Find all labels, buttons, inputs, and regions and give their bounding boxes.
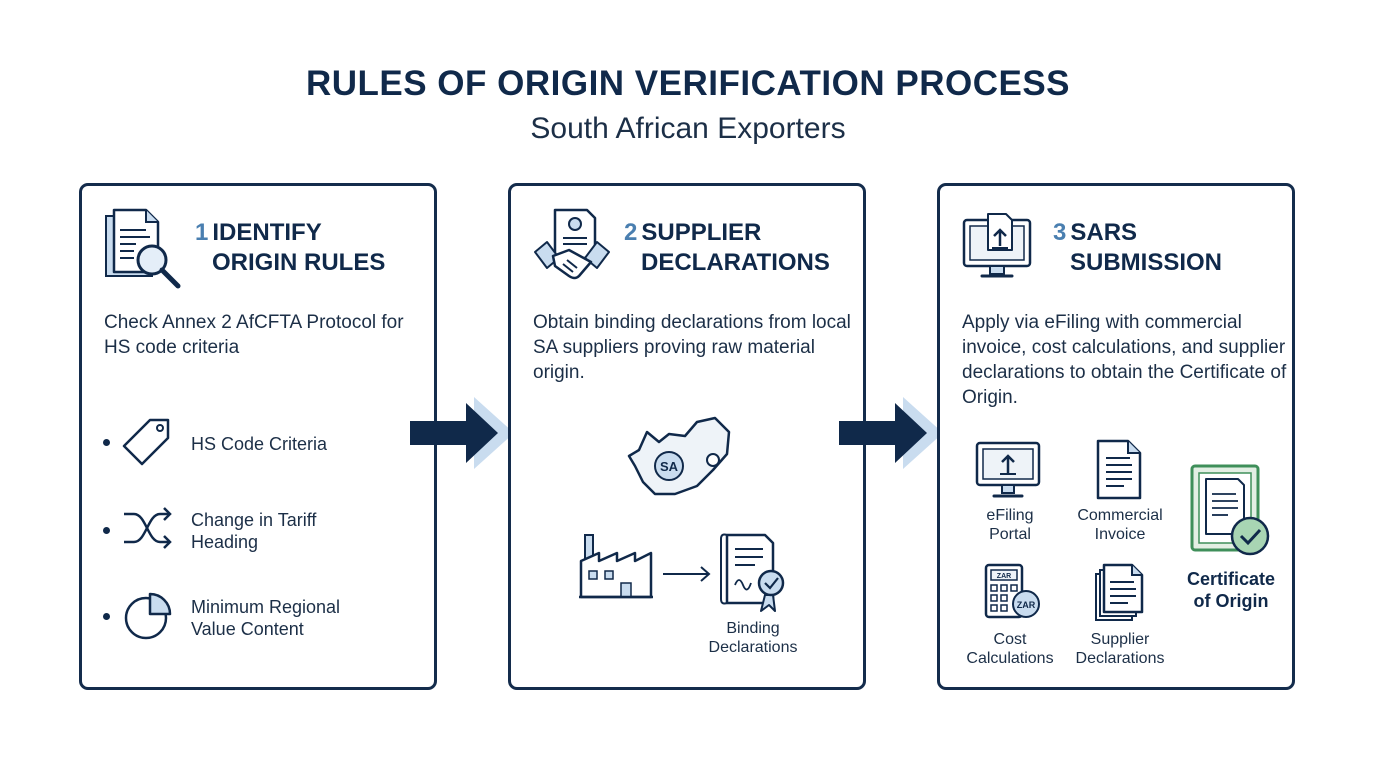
price-tag-icon <box>122 418 170 466</box>
monitor-upload-icon <box>975 441 1041 498</box>
flow-arrow-icon <box>839 397 943 469</box>
factory-icon <box>579 534 653 599</box>
calculator-screen-text: ZAR <box>997 573 1011 580</box>
criterion-label: Change in Tariff Heading <box>191 510 317 552</box>
right-arrow-icon <box>663 566 711 582</box>
criterion-label: Minimum Regional Value Content <box>191 597 341 639</box>
step-number: 3 <box>1053 219 1067 246</box>
document-label: Commercial Invoice <box>1077 507 1163 543</box>
declaration-document-icon <box>720 533 785 612</box>
document-label: Cost Calculations <box>966 631 1054 667</box>
step-number: 1 <box>195 219 209 246</box>
south-africa-map-icon: SA <box>627 416 731 496</box>
calculator-badge-text: ZAR <box>1017 600 1036 610</box>
page-subtitle: South African Exporters <box>530 112 846 145</box>
document-label: eFiling Portal <box>986 507 1034 543</box>
document-search-icon <box>105 208 181 289</box>
page-title: RULES OF ORIGIN VERIFICATION PROCESS <box>305 64 1071 103</box>
bullet-dot <box>103 439 110 446</box>
step-description: Apply via eFiling with commercial invoic… <box>962 312 1287 408</box>
shuffle-arrows-icon <box>124 507 172 549</box>
monitor-upload-icon <box>962 213 1032 278</box>
certificate-check-icon <box>1190 464 1270 556</box>
document-label: Supplier Declarations <box>1075 631 1165 667</box>
calculator-icon: ZAR ZAR <box>984 563 1040 619</box>
map-label: SA <box>660 459 679 474</box>
step-number: 2 <box>624 219 638 246</box>
certificate-of-origin-label: Certificate of Origin <box>1186 569 1276 611</box>
flow-arrow-icon <box>410 397 514 469</box>
pie-chart-icon <box>124 592 172 640</box>
stacked-documents-icon <box>1095 563 1144 621</box>
bullet-dot <box>103 527 110 534</box>
bullet-dot <box>103 613 110 620</box>
handshake-certificate-icon <box>534 208 610 280</box>
step-description: Obtain binding declarations from local S… <box>533 312 851 383</box>
step-description: Check Annex 2 AfCFTA Protocol for HS cod… <box>104 312 404 358</box>
invoice-document-icon <box>1096 439 1142 500</box>
criterion-label: HS Code Criteria <box>191 434 328 454</box>
binding-declarations-label: Binding Declarations <box>708 620 798 656</box>
